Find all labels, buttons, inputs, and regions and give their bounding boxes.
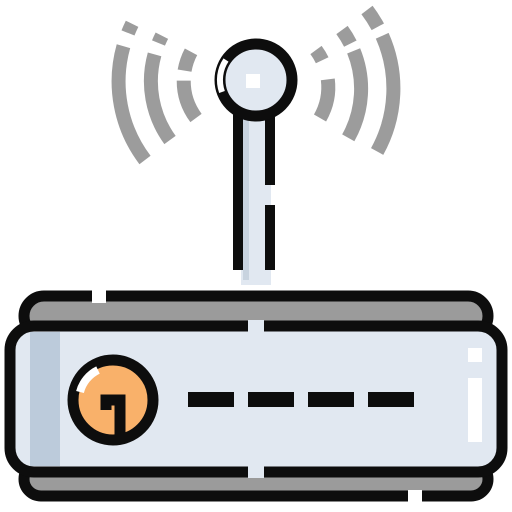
indicator-light bbox=[188, 392, 234, 407]
signal-waves-right-icon bbox=[310, 5, 401, 164]
indicator-lights bbox=[188, 392, 414, 407]
antenna-icon bbox=[214, 38, 298, 285]
indicator-light bbox=[368, 392, 414, 407]
indicator-light bbox=[308, 392, 354, 407]
signal-waves-left-icon bbox=[111, 6, 202, 165]
power-button-icon bbox=[67, 354, 159, 446]
indicator-light bbox=[248, 392, 294, 407]
